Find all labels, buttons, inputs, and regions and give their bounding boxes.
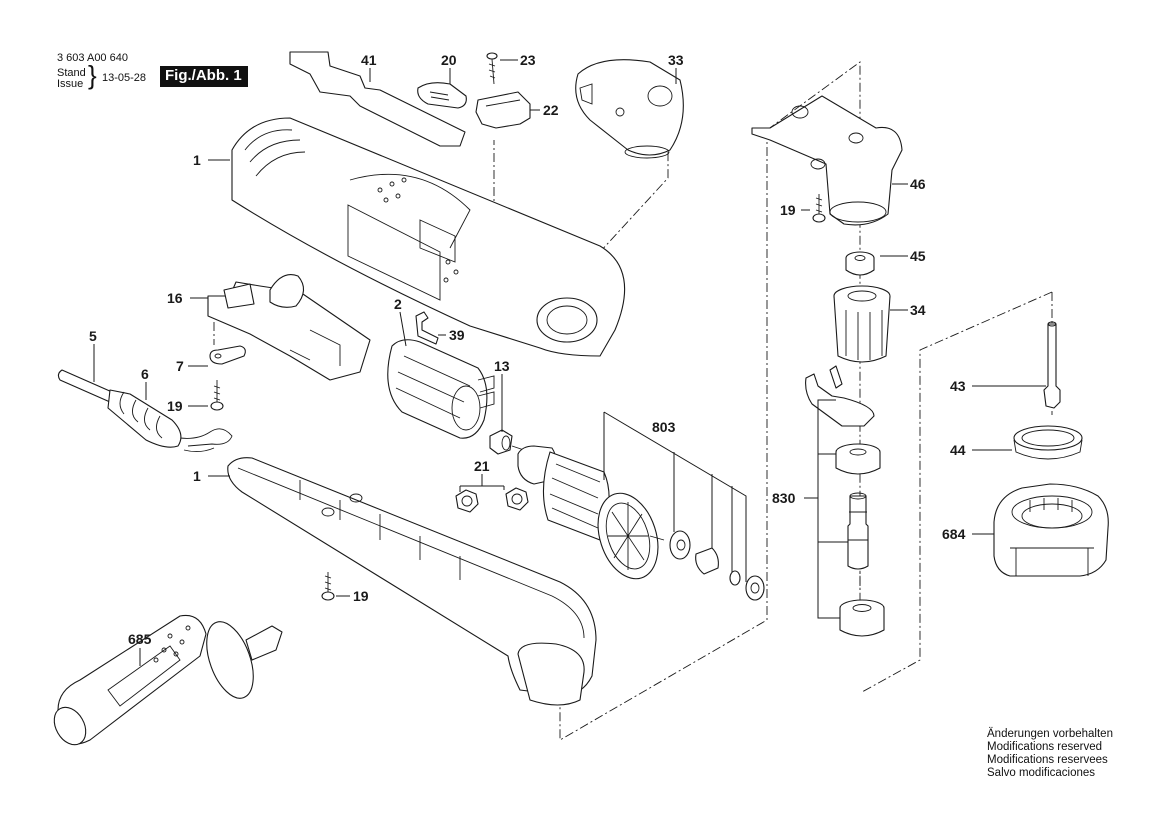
label-19-clamp-screw: 19 xyxy=(167,398,183,414)
part-19-screw-gearhead xyxy=(812,194,826,223)
label-684: 684 xyxy=(942,526,966,542)
part-19-screw-housing xyxy=(321,572,335,601)
part-16-switch-assembly xyxy=(207,274,371,381)
part-6-cable-sleeve xyxy=(107,389,182,448)
label-16: 16 xyxy=(167,290,183,306)
issue-label: Issue xyxy=(57,78,84,90)
label-22: 22 xyxy=(543,102,559,118)
part-labels: 1 1 41 20 23 22 33 16 2 39 5 6 7 19 13 2… xyxy=(89,52,966,647)
part-830-spindle-set xyxy=(805,365,885,637)
part-33-gearhead-cover xyxy=(575,59,684,159)
label-13: 13 xyxy=(494,358,510,374)
label-19-gearhead-screw: 19 xyxy=(780,202,796,218)
brace-symbol: } xyxy=(88,60,97,90)
part-19-screw-clamp xyxy=(210,380,224,411)
part-45-bushing xyxy=(845,251,875,276)
document-number: 3 603 A00 640 xyxy=(57,52,128,64)
part-23-screw xyxy=(486,52,498,85)
part-21-nuts xyxy=(455,487,529,513)
part-1-lower-housing xyxy=(227,457,597,706)
label-19-housing-screw: 19 xyxy=(353,588,369,604)
part-39-clip xyxy=(415,311,439,345)
label-45: 45 xyxy=(910,248,926,264)
part-1-upper-housing xyxy=(231,117,626,357)
label-685: 685 xyxy=(128,631,152,647)
part-803-armature xyxy=(511,445,765,601)
label-803: 803 xyxy=(652,419,676,435)
notice-line-de: Änderungen vorbehalten xyxy=(987,728,1113,740)
label-2: 2 xyxy=(394,296,402,312)
part-2-field-coil xyxy=(387,339,495,439)
label-33: 33 xyxy=(668,52,684,68)
part-44-ring xyxy=(1013,425,1083,460)
label-34: 34 xyxy=(910,302,926,318)
part-5-power-cable xyxy=(57,369,233,453)
part-22-bracket xyxy=(475,91,531,129)
figure-label: Fig./Abb. 1 xyxy=(160,66,248,87)
label-44: 44 xyxy=(950,442,966,458)
part-43-shaft xyxy=(1043,321,1061,409)
label-21: 21 xyxy=(474,458,490,474)
label-1-lower-housing: 1 xyxy=(193,468,201,484)
label-830: 830 xyxy=(772,490,796,506)
part-46-gear-housing xyxy=(751,95,903,226)
leader-lines xyxy=(93,59,1046,666)
label-20: 20 xyxy=(441,52,457,68)
part-34-sleeve xyxy=(833,285,891,363)
label-39: 39 xyxy=(449,327,465,343)
stand-label: Stand xyxy=(57,67,86,79)
part-13-bearing xyxy=(489,429,513,455)
label-1-upper-housing: 1 xyxy=(193,152,201,168)
label-46: 46 xyxy=(910,176,926,192)
part-7-cable-clamp xyxy=(209,345,246,365)
label-41: 41 xyxy=(361,52,377,68)
label-23: 23 xyxy=(520,52,536,68)
modifications-notice: Änderungen vorbehalten Modifications res… xyxy=(987,728,1113,780)
part-685-auxiliary-handle xyxy=(53,614,283,746)
notice-line-en: Modifications reserved xyxy=(987,741,1103,753)
notice-line-es: Salvo modificaciones xyxy=(987,767,1096,779)
part-20-switch-button xyxy=(417,82,467,109)
label-43: 43 xyxy=(950,378,966,394)
part-41-switch-slider xyxy=(289,51,466,147)
label-7: 7 xyxy=(176,358,184,374)
label-5: 5 xyxy=(89,328,97,344)
part-684-tool-holder xyxy=(993,483,1109,577)
issue-date: 13-05-28 xyxy=(102,72,147,84)
label-6: 6 xyxy=(141,366,149,382)
notice-line-fr: Modifications reservees xyxy=(987,754,1108,766)
